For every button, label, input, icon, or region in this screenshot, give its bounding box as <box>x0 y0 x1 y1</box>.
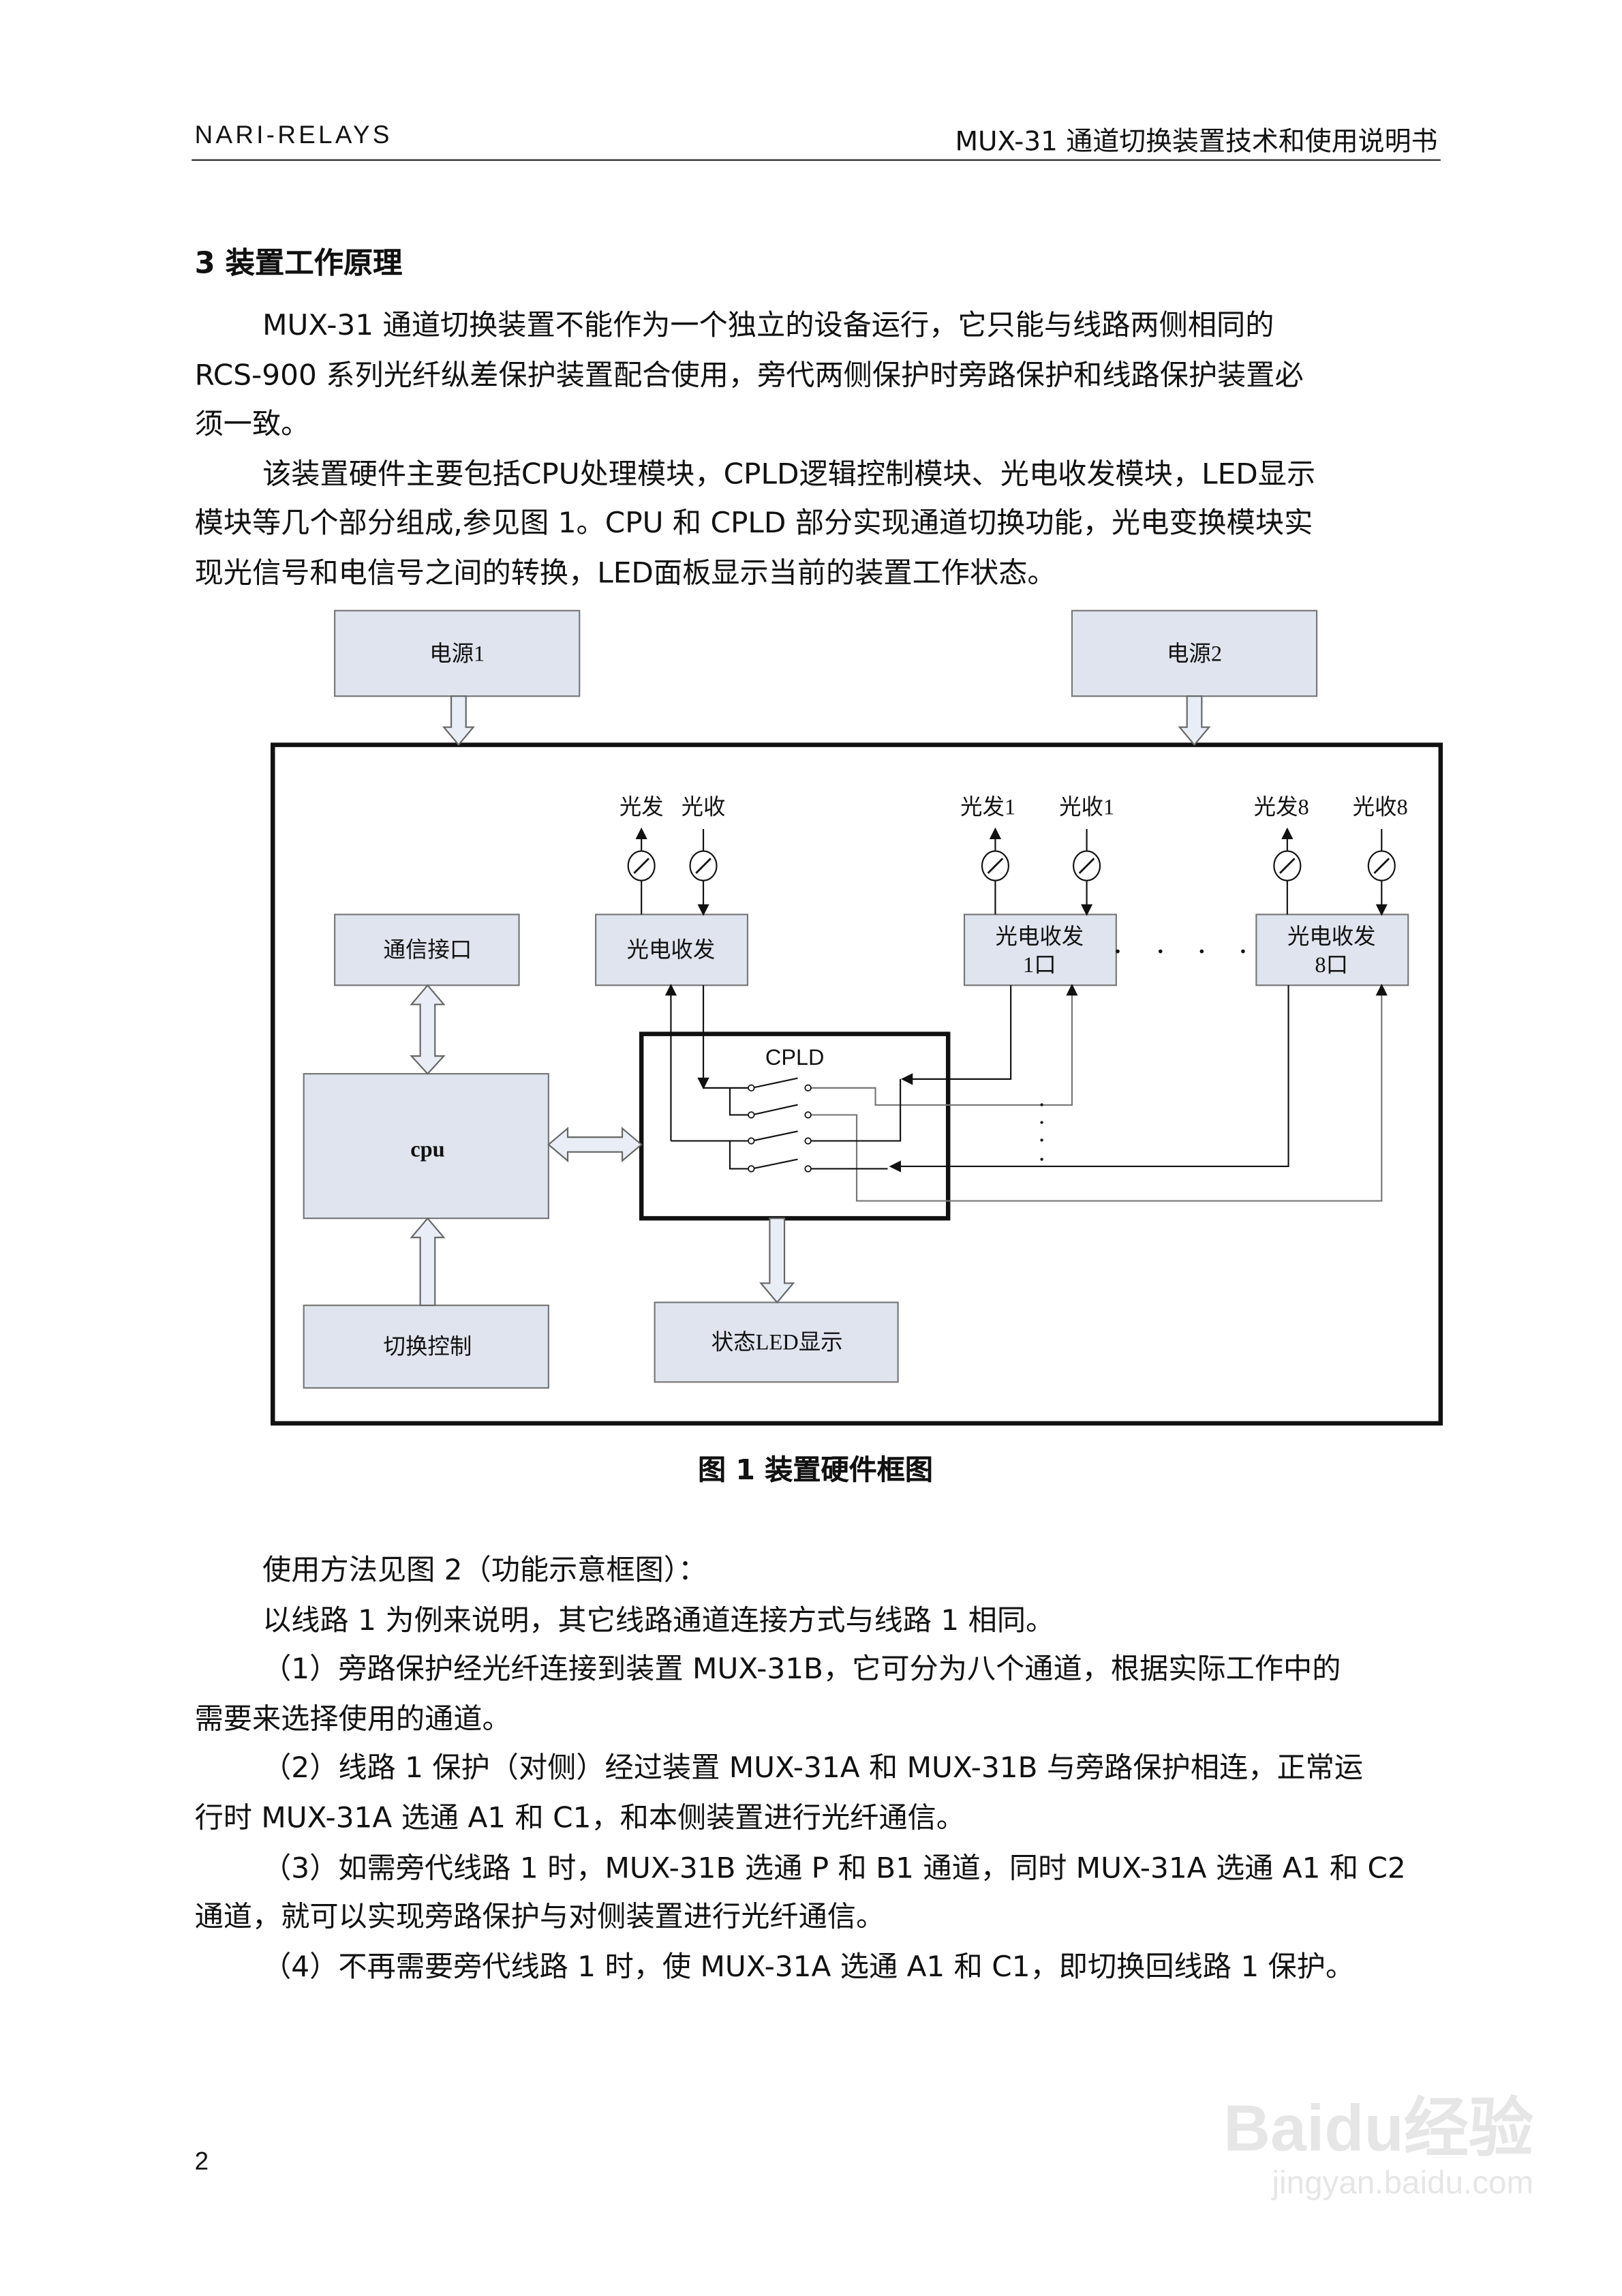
cpu-cpld-arrow <box>547 1126 643 1163</box>
trx1-label: 光电收发 <box>995 924 1084 950</box>
cpld-led-arrow <box>759 1218 795 1304</box>
power2-label: 电源2 <box>1167 641 1222 666</box>
switch-control-label: 切换控制 <box>384 1334 472 1359</box>
header-divider <box>192 159 1441 161</box>
trx8-label: 光电收发 <box>1287 924 1376 950</box>
cpld-label: CPLD <box>765 1045 825 1070</box>
power2-box <box>1071 609 1318 697</box>
tx8-label: 光发8 <box>1254 794 1309 819</box>
figure-caption: 图 1 装置硬件框图 <box>697 1454 933 1487</box>
comm-cpu-arrow <box>410 984 446 1075</box>
text-line: （2）线路 1 保护（对侧）经过装置 MUX-31A 和 MUX-31B 与旁路… <box>262 1751 1364 1785</box>
rx8-label: 光收8 <box>1353 794 1408 819</box>
cpu-box <box>303 1073 549 1220</box>
comm-label: 通信接口 <box>384 937 472 963</box>
tx-label: 光发 <box>619 794 664 819</box>
rx-label: 光收 <box>682 794 726 819</box>
header-right: MUX-31 通道切换装置技术和使用说明书 <box>955 127 1438 158</box>
text-line: （1）旁路保护经光纤连接到装置 MUX-31B，它可分为八个通道，根据实际工作中… <box>262 1652 1341 1687</box>
cpu-label: cpu <box>410 1137 444 1162</box>
transceiver-box <box>595 913 749 986</box>
switch-control-box <box>303 1304 549 1389</box>
text-line: MUX-31 通道切换装置不能作为一个独立的设备运行，它只能与线路两侧相同的 <box>262 308 1274 342</box>
cpld-box <box>639 1031 951 1221</box>
text-line: 须一致。 <box>194 407 310 442</box>
power1-box <box>334 609 581 697</box>
transceiver-port8-box <box>1255 913 1409 986</box>
trx1-port-label: 1口 <box>1023 953 1056 978</box>
text-line: 现光信号和电信号之间的转换，LED面板显示当前的装置工作状态。 <box>194 556 1056 590</box>
text-line: 通道，就可以实现旁路保护与对侧装置进行光纤通信。 <box>194 1900 885 1934</box>
transceiver-port1-box <box>963 913 1117 986</box>
text-line: 该装置硬件主要包括CPU处理模块，CPLD逻辑控制模块、光电收发模块，LED显示 <box>262 457 1316 492</box>
switchctrl-cpu-arrow <box>410 1217 446 1306</box>
text-line: RCS-900 系列光纤纵差保护装置配合使用，旁代两侧保护时旁路保护和线路保护装… <box>194 357 1304 392</box>
rx1-label: 光收1 <box>1059 794 1114 819</box>
text-line: 以线路 1 为例来说明，其它线路通道连接方式与线路 1 相同。 <box>262 1602 1055 1637</box>
hardware-block-diagram: 电源1 电源2 光发 光收 光发1 光收1 光发8 光收8 通信接口 光电收发 … <box>271 609 1443 1426</box>
text-line: （4）不再需要旁代线路 1 时，使 MUX-31A 选通 A1 和 C1，即切换… <box>262 1949 1355 1984</box>
trx8-port-label: 8口 <box>1315 953 1348 978</box>
led-display-label: 状态LED显示 <box>711 1330 843 1355</box>
text-line: 行时 MUX-31A 选通 A1 和 C1，和本侧装置进行光纤通信。 <box>194 1800 965 1835</box>
trx-label: 光电收发 <box>627 937 716 963</box>
power2-arrow <box>1178 695 1211 746</box>
text-line: 模块等几个部分组成,参见图 1。CPU 和 CPLD 部分实现通道切换功能，光电… <box>194 506 1313 541</box>
header-left: NARI-RELAYS <box>194 121 393 149</box>
power1-label: 电源1 <box>429 641 485 666</box>
section-heading: 3 装置工作原理 <box>194 245 403 281</box>
text-line: （3）如需旁代线路 1 时，MUX-31B 选通 P 和 B1 通道，同时 MU… <box>262 1850 1406 1885</box>
power1-arrow <box>442 695 475 746</box>
page-number: 2 <box>194 2147 209 2176</box>
text-line: 使用方法见图 2（功能示意框图）： <box>262 1553 707 1588</box>
text-line: 需要来选择使用的通道。 <box>194 1702 511 1736</box>
outer-frame <box>271 742 1443 1426</box>
led-display-box <box>654 1301 899 1383</box>
comm-interface-box <box>334 913 520 986</box>
tx1-label: 光发1 <box>960 794 1015 819</box>
